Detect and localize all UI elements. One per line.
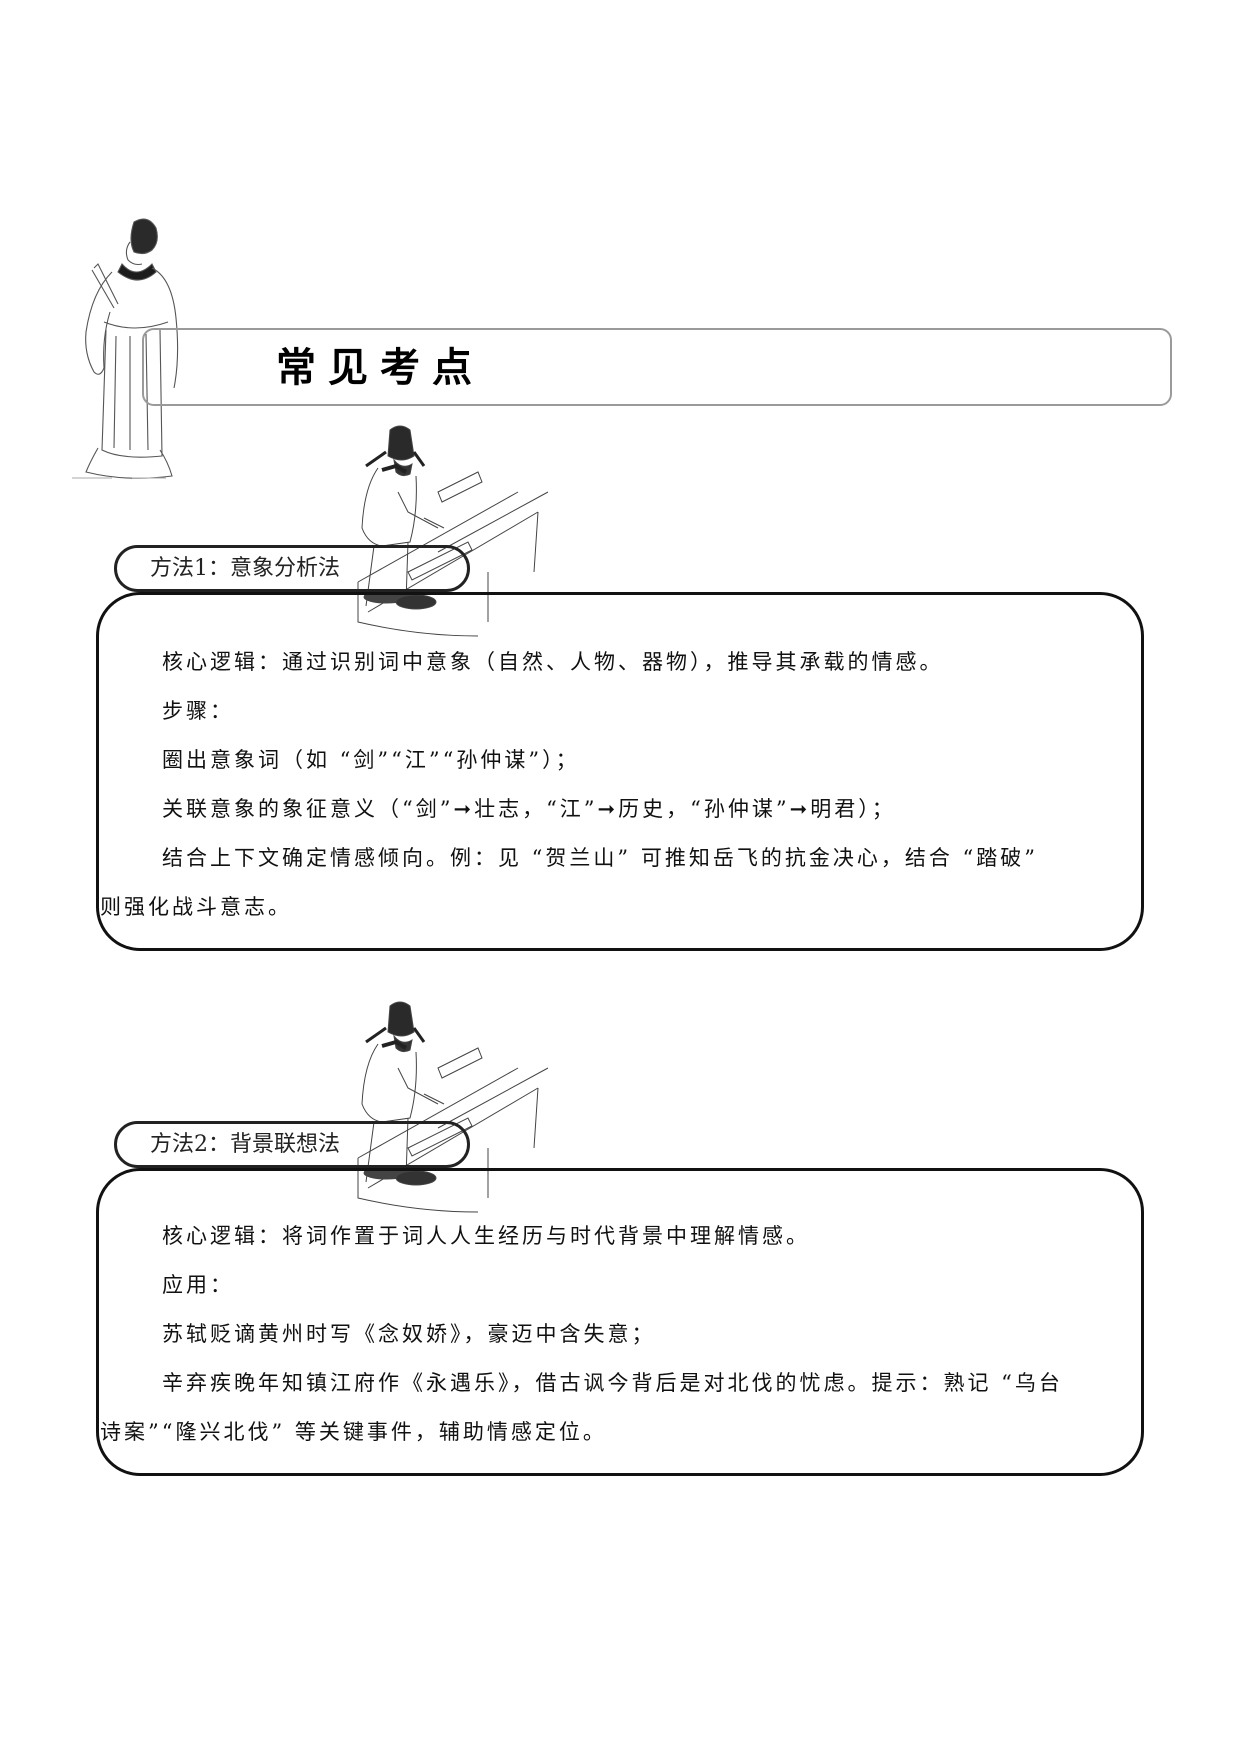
method-2-core-logic: 核心逻辑：将词作置于词人人生经历与时代背景中理解情感。 xyxy=(162,1224,810,1248)
scholar-standing-illustration xyxy=(72,212,190,482)
method-2-example-2-continued: 诗案”“隆兴北伐” 等关键事件，辅助情感定位。 xyxy=(100,1420,607,1444)
method-1-label-pill xyxy=(114,545,470,592)
scholar-at-desk-illustration-2 xyxy=(338,998,548,1213)
section-header-title: 常见考点 xyxy=(276,345,484,391)
method-2-content-box xyxy=(96,1168,1144,1476)
method-1-content-box xyxy=(96,592,1144,951)
method-1-content: 核心逻辑：通过识别词中意象（自然、人物、器物），推导其承载的情感。 步骤： 圈出… xyxy=(100,638,1130,932)
section-header-box xyxy=(142,328,1172,406)
method-1-step-1: 圈出意象词（如 “剑”“江”“孙仲谋”）； xyxy=(162,748,580,772)
method-1-step-3: 结合上下文确定情感倾向。例：见 “贺兰山” 可推知岳飞的抗金决心，结合 “踏破” xyxy=(162,846,1038,870)
method-2-label-pill xyxy=(114,1121,470,1168)
method-2-example-1: 苏轼贬谪黄州时写《念奴娇》，豪迈中含失意； xyxy=(162,1322,656,1346)
method-2-application-heading: 应用： xyxy=(162,1273,234,1297)
method-1-core-logic: 核心逻辑：通过识别词中意象（自然、人物、器物），推导其承载的情感。 xyxy=(162,650,944,674)
method-1-step-3-continued: 则强化战斗意志。 xyxy=(100,895,292,919)
scholar-at-desk-icon xyxy=(357,1001,548,1213)
method-1-step-2: 关联意象的象征意义（“剑”➞壮志，“江”➞历史，“孙仲谋”➞明君）； xyxy=(162,797,896,821)
method-2-content: 核心逻辑：将词作置于词人人生经历与时代背景中理解情感。 应用： 苏轼贬谪黄州时写… xyxy=(100,1212,1130,1457)
scholar-standing-icon xyxy=(72,218,179,479)
method-1-label: 方法1：意象分析法 xyxy=(150,556,340,581)
method-1-steps-heading: 步骤： xyxy=(162,699,234,723)
method-2-label: 方法2：背景联想法 xyxy=(150,1132,340,1157)
method-2-example-2: 辛弃疾晚年知镇江府作《永遇乐》，借古讽今背后是对北伐的忧虑。提示：熟记 “乌台 xyxy=(162,1371,1063,1395)
